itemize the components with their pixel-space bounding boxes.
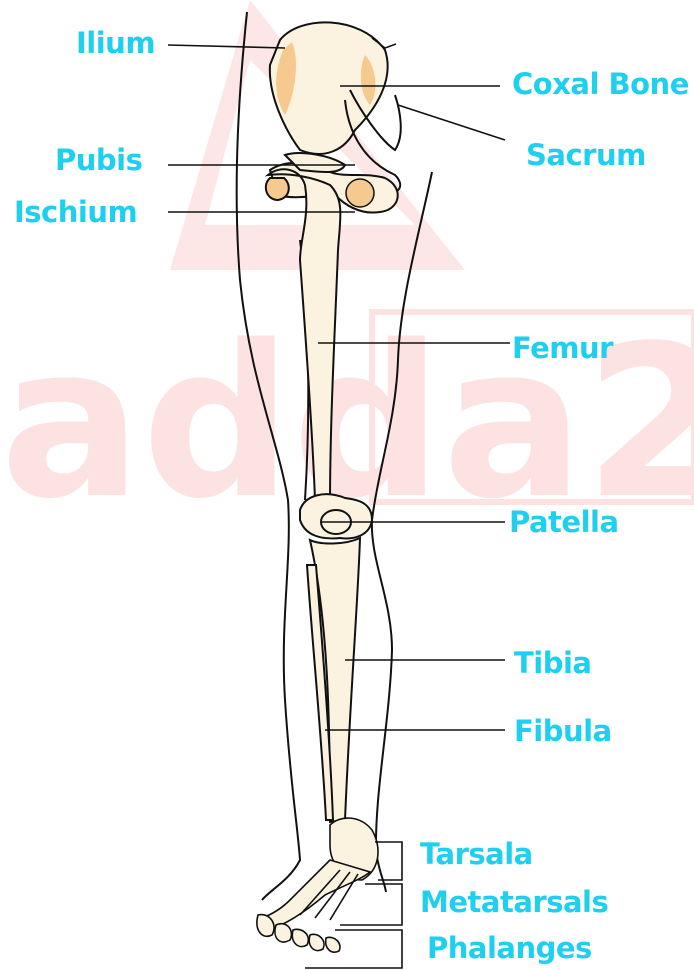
label-phalanges: Phalanges	[427, 934, 592, 963]
pelvis	[270, 22, 401, 212]
foot-bones	[257, 818, 378, 952]
label-ischium: Ischium	[14, 198, 137, 227]
leader-sacrum	[398, 105, 505, 140]
label-coxal-bone: Coxal Bone	[512, 70, 689, 99]
label-ilium: Ilium	[76, 29, 155, 58]
leader-tarsala	[375, 842, 402, 880]
label-pubis: Pubis	[55, 146, 142, 175]
label-metatarsals: Metatarsals	[420, 888, 608, 917]
label-tibia: Tibia	[514, 649, 592, 678]
lower-leg-bones	[307, 538, 360, 822]
label-patella: Patella	[509, 508, 619, 537]
label-femur: Femur	[512, 334, 613, 363]
label-fibula: Fibula	[514, 717, 612, 746]
metatarsal-bones	[262, 860, 370, 930]
label-sacrum: Sacrum	[526, 141, 646, 170]
leader-metatarsals	[340, 884, 402, 925]
label-tarsala: Tarsala	[420, 840, 533, 869]
